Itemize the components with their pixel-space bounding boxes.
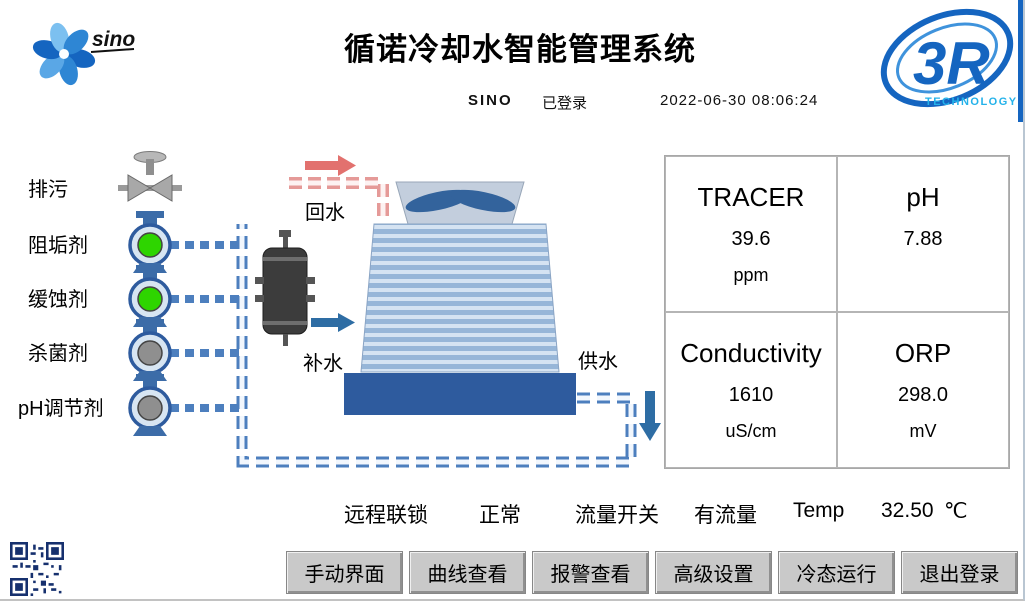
filter-vessel bbox=[255, 230, 315, 346]
fan-blade-icon bbox=[450, 189, 516, 213]
sino-logo-text: sino bbox=[92, 28, 135, 51]
measurement-value: 298.0 bbox=[897, 383, 949, 406]
measurement-orp: ORP 298.0 mV bbox=[837, 312, 1009, 468]
cooling-tower bbox=[344, 181, 576, 415]
nav-buttons: 手动界面 曲线查看 报警查看 高级设置 冷态运行 退出登录 bbox=[286, 551, 1018, 594]
pump-status-corrosion-inhibitor bbox=[137, 286, 163, 312]
temp-unit: ℃ bbox=[944, 500, 968, 523]
measurement-value: 7.88 bbox=[903, 227, 943, 250]
sino-pinwheel-icon: sino bbox=[32, 22, 135, 86]
measurement-name: pH bbox=[906, 181, 940, 212]
supply-pipe bbox=[236, 224, 637, 468]
button-curve-view[interactable]: 曲线查看 bbox=[409, 551, 526, 594]
label-ph-regulator: pH调节剂 bbox=[18, 397, 104, 420]
pump-status-biocide bbox=[137, 340, 163, 366]
button-manual-screen[interactable]: 手动界面 bbox=[286, 551, 403, 594]
temp-value: 32.50 bbox=[881, 499, 934, 522]
pump-status-ph-regulator bbox=[137, 395, 163, 421]
measurement-tracer: TRACER 39.6 ppm bbox=[665, 156, 837, 312]
label-return-water: 回水 bbox=[305, 201, 345, 224]
supply-flow-arrow bbox=[639, 391, 661, 441]
measurement-unit: ppm bbox=[733, 265, 769, 286]
3r-logo-text: 3R bbox=[913, 30, 990, 97]
measurement-value: 39.6 bbox=[731, 227, 771, 250]
session-login-status: 已登录 bbox=[542, 95, 588, 112]
page-title: 循诺冷却水智能管理系统 bbox=[344, 32, 696, 67]
right-edge-strip bbox=[1018, 0, 1023, 122]
measurement-name: TRACER bbox=[697, 181, 805, 212]
button-alarm-view[interactable]: 报警查看 bbox=[532, 551, 649, 594]
session-datetime: 2022-06-30 08:06:24 bbox=[660, 92, 819, 109]
sino-logo: sino bbox=[32, 22, 135, 86]
label-scale-inhibitor: 阻垢剂 bbox=[28, 234, 88, 257]
pump-status-scale-inhibitor bbox=[137, 232, 163, 258]
pump-corrosion-inhibitor bbox=[128, 265, 172, 327]
temp-label: Temp bbox=[793, 499, 845, 522]
3r-logo-subtext: TECHNOLOGY bbox=[925, 96, 1018, 108]
measurement-name: ORP bbox=[894, 337, 952, 368]
return-pipe bbox=[289, 177, 389, 219]
return-flow-arrow bbox=[305, 155, 356, 176]
3r-orbit-icon bbox=[880, 8, 1014, 108]
button-logout[interactable]: 退出登录 bbox=[901, 551, 1018, 594]
session-user: SINO bbox=[468, 92, 513, 109]
tower-body bbox=[360, 223, 560, 373]
pump-ph-regulator bbox=[128, 374, 172, 436]
button-advanced-settings[interactable]: 高级设置 bbox=[655, 551, 772, 594]
measurement-ph: pH 7.88 bbox=[837, 156, 1009, 312]
pump-biocide bbox=[128, 319, 172, 381]
process-diagram: 排污 阻垢剂 缓蚀剂 杀菌剂 pH调节剂 回水 补水 供水 bbox=[18, 151, 661, 468]
measurement-unit: uS/cm bbox=[725, 421, 777, 442]
measurement-value: 1610 bbox=[728, 383, 774, 406]
button-cold-run[interactable]: 冷态运行 bbox=[778, 551, 895, 594]
3r-technology-logo: 3R TECHNOLOGY bbox=[880, 0, 1023, 122]
measurement-name: Conductivity bbox=[680, 337, 822, 368]
label-makeup-water: 补水 bbox=[303, 352, 343, 375]
pump-scale-inhibitor bbox=[128, 211, 172, 273]
tower-basin bbox=[344, 373, 576, 415]
flow-switch-value: 有流量 bbox=[694, 504, 757, 527]
measurement-conductivity: Conductivity 1610 uS/cm bbox=[665, 312, 837, 468]
label-blowdown: 排污 bbox=[28, 178, 68, 201]
measurement-panel: TRACER 39.6 ppm pH 7.88 Conductivity 161… bbox=[664, 155, 1010, 469]
makeup-flow-arrow bbox=[311, 313, 355, 332]
flow-switch-label: 流量开关 bbox=[575, 504, 659, 527]
label-corrosion-inhibitor: 缓蚀剂 bbox=[28, 288, 88, 311]
measurement-unit: mV bbox=[909, 421, 937, 442]
blowdown-valve bbox=[118, 151, 182, 202]
label-biocide: 杀菌剂 bbox=[28, 342, 88, 365]
interlock-value: 正常 bbox=[479, 504, 521, 527]
interlock-label: 远程联锁 bbox=[344, 504, 428, 527]
dosing-pipes bbox=[170, 241, 242, 412]
label-supply-water: 供水 bbox=[578, 350, 618, 373]
qr-code-icon bbox=[10, 542, 64, 596]
